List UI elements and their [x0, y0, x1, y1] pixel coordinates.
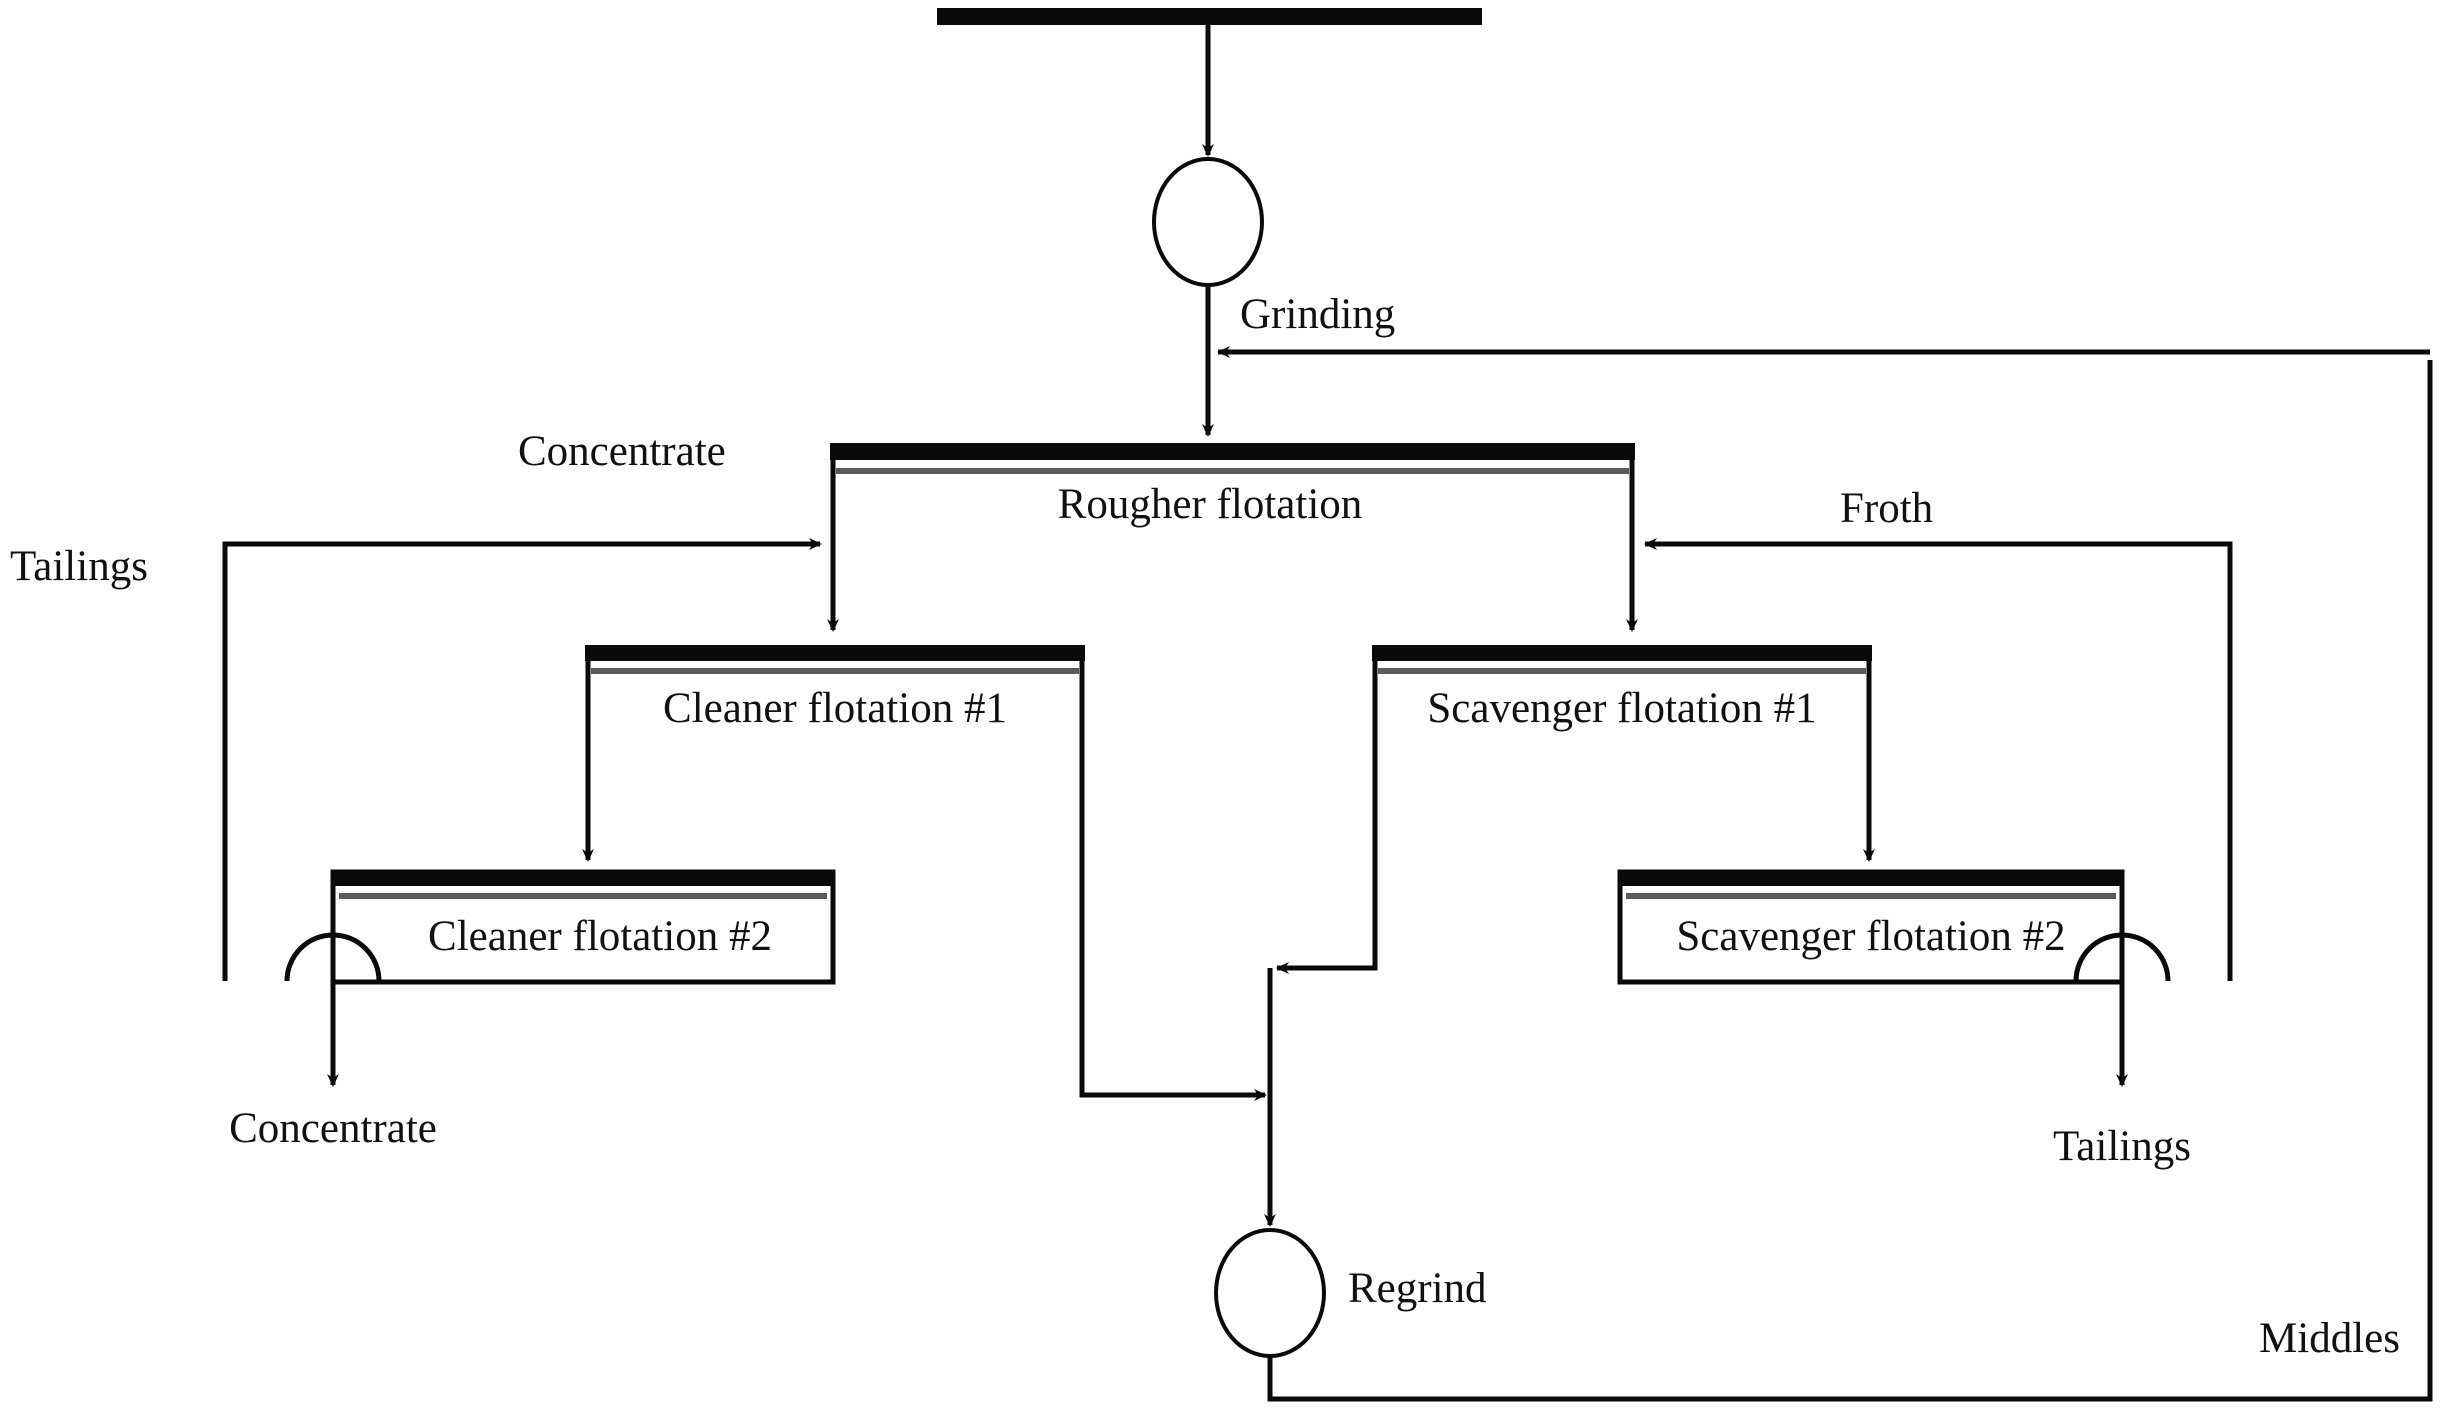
cleaner2-tailings-recycle-path: [222, 538, 822, 981]
scavenger2-top-bar: [1620, 870, 2122, 886]
rougher-froth-line: [836, 468, 1629, 474]
scavenger1-concentrate-to-regrind-path: [1276, 650, 1378, 974]
feed-bar: [937, 8, 1482, 25]
grinding-mill-unit: Grinding: [1152, 157, 1395, 338]
rougher-flotation-label: Rougher flotation: [1058, 481, 1363, 528]
cleaner1-tailings-to-regrind-path: [1079, 650, 1267, 1101]
scavenger2-froth-recycle-path: [1644, 538, 2233, 981]
middles-label: Middles: [2259, 1315, 2400, 1362]
cleaner1-froth-line: [591, 668, 1079, 674]
rougher-top-bar: [830, 443, 1635, 460]
grinding-label: Grinding: [1240, 291, 1395, 338]
cleaner-flotation-2-label: Cleaner flotation #2: [428, 913, 772, 960]
scavenger-flotation-2-unit: Scavenger flotation #2: [1617, 869, 2171, 985]
cleaner-flotation-1-unit: Cleaner flotation #1: [585, 645, 1085, 732]
scavenger2-froth-line: [1626, 893, 2116, 899]
grinding-mill-circle: [1152, 157, 1264, 287]
cleaner-tailings-label: Tailings: [10, 543, 148, 590]
scavenger1-froth-line: [1378, 668, 1866, 674]
scavenger-flotation-2-label: Scavenger flotation #2: [1676, 913, 2065, 960]
cleaner-flotation-1-label: Cleaner flotation #1: [663, 685, 1007, 732]
cleaner2-body: [330, 869, 836, 985]
regrind-label: Regrind: [1348, 1265, 1487, 1312]
cleaner1-top-bar: [585, 645, 1085, 661]
rougher-concentrate-label: Concentrate: [518, 428, 726, 475]
middles-recycle-path: [1267, 360, 2433, 1402]
final-tailings-label: Tailings: [2053, 1123, 2191, 1170]
cleaner2-froth-line: [339, 893, 827, 899]
froth-label: Froth: [1840, 485, 1933, 532]
regrind-mill-unit: Regrind: [1214, 1228, 1487, 1358]
rougher-flotation-unit: Rougher flotation: [830, 443, 1635, 528]
scavenger-flotation-1-unit: Scavenger flotation #1: [1372, 645, 1872, 732]
feed-bar-unit: [937, 8, 1482, 25]
cleaner2-top-bar: [333, 870, 833, 886]
scavenger2-body: [1617, 869, 2125, 985]
scavenger1-top-bar: [1372, 645, 1872, 661]
final-concentrate-label: Concentrate: [229, 1105, 437, 1152]
cleaner-flotation-2-unit: Cleaner flotation #2: [284, 869, 836, 985]
regrind-mill-circle: [1214, 1228, 1326, 1358]
scavenger-flotation-1-label: Scavenger flotation #1: [1427, 685, 1816, 732]
